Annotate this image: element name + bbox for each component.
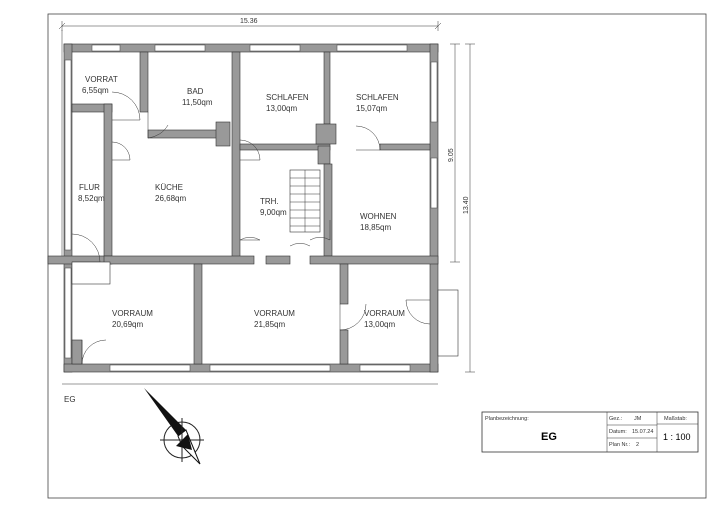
room-area: 21,85qm	[254, 320, 285, 329]
room-kueche: KÜCHE 26,68qm	[155, 183, 186, 203]
room-schlafen-1: SCHLAFEN 13,00qm	[266, 93, 309, 113]
right-dimension: 9.05 13.40	[448, 43, 475, 373]
gez-value: JM	[634, 416, 642, 422]
windows-right	[430, 61, 438, 209]
room-treppenhaus: TRH. 9,00qm	[260, 197, 287, 217]
room-area: 20,69qm	[112, 320, 143, 329]
room-wohnen: WOHNEN 18,85qm	[360, 212, 397, 232]
room-name: VORRAUM	[254, 309, 295, 318]
room-name: WOHNEN	[360, 212, 397, 221]
north-arrow-icon	[144, 388, 204, 465]
interior-walls	[47, 51, 439, 365]
plan-title: EG	[541, 431, 557, 443]
right-upper-dimension-label: 9.05	[448, 148, 455, 162]
staircase	[289, 169, 321, 233]
room-area: 13,00qm	[266, 104, 297, 113]
room-area: 26,68qm	[155, 194, 186, 203]
room-name: KÜCHE	[155, 183, 183, 192]
floor-label: EG	[64, 395, 76, 404]
room-area: 15,07qm	[356, 104, 387, 113]
room-name: BAD	[187, 87, 204, 96]
gez-label: Gez.:	[609, 416, 623, 422]
plan-label: Planbezeichnung:	[485, 416, 529, 422]
room-schlafen-2: SCHLAFEN 15,07qm	[356, 93, 399, 113]
room-name: VORRAT	[85, 75, 118, 84]
room-name: FLUR	[79, 183, 100, 192]
windows-bottom	[109, 364, 411, 372]
room-name: VORRAUM	[364, 309, 405, 318]
top-dimension: 15.36	[58, 18, 442, 31]
scale-label: Maßstab:	[664, 416, 687, 422]
scale-value: 1 : 100	[663, 432, 691, 442]
title-block: Planbezeichnung: EG Gez.: JM Datum: 15.0…	[481, 411, 699, 453]
windows-top	[91, 44, 408, 52]
room-name: SCHLAFEN	[356, 93, 399, 102]
room-name: SCHLAFEN	[266, 93, 309, 102]
room-flur: FLUR 8,52qm	[78, 183, 105, 203]
right-total-dimension-label: 13.40	[463, 196, 470, 214]
room-vorraum-2: VORRAUM 21,85qm	[254, 309, 295, 329]
room-area: 6,55qm	[82, 86, 109, 95]
top-dimension-label: 15.36	[240, 18, 258, 25]
plan-nr-value: 2	[636, 442, 639, 448]
datum-value: 15.07.24	[632, 429, 653, 435]
datum-label: Datum:	[609, 429, 627, 435]
room-vorraum-1: VORRAUM 20,69qm	[112, 309, 153, 329]
room-area: 18,85qm	[360, 223, 391, 232]
entrance-step	[437, 289, 459, 357]
left-step	[71, 261, 111, 285]
room-area: 8,52qm	[78, 194, 105, 203]
room-name: VORRAUM	[112, 309, 153, 318]
room-bad: BAD 11,50qm	[182, 87, 213, 107]
plan-nr-label: Plan Nr.:	[609, 442, 631, 448]
room-area: 13,00qm	[364, 320, 395, 329]
room-vorraum-3: VORRAUM 13,00qm	[364, 309, 405, 329]
room-area: 11,50qm	[182, 98, 213, 107]
room-vorrat: VORRAT 6,55qm	[82, 75, 118, 95]
windows-left	[64, 59, 72, 359]
room-area: 9,00qm	[260, 208, 287, 217]
room-name: TRH.	[260, 197, 279, 206]
